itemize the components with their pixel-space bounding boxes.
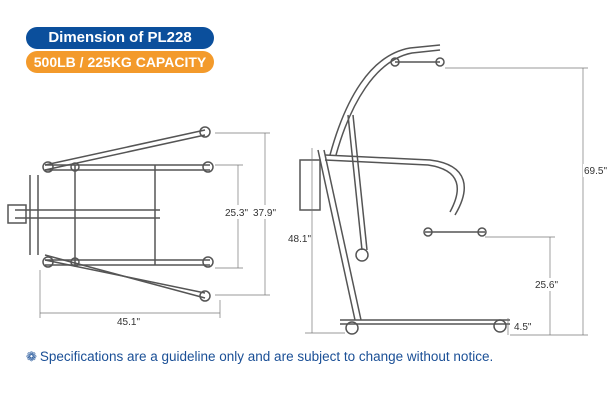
- outer-width-label: 37.9": [253, 208, 276, 219]
- title-banner: Dimension of PL228: [26, 27, 214, 49]
- base-clearance-label: 4.5": [514, 322, 532, 333]
- min-hook-height-label: 25.6": [535, 280, 558, 291]
- base-length-label: 45.1": [117, 317, 140, 328]
- flower-icon: ❁: [26, 349, 37, 364]
- side-view-dimension-lines: [305, 67, 588, 336]
- disclaimer-note: ❁Specifications are a guideline only and…: [26, 349, 493, 365]
- inner-width-label: 25.3": [225, 208, 248, 219]
- max-height-label: 69.5": [584, 166, 607, 177]
- top-view-drawing: [7, 126, 214, 302]
- capacity-banner: 500LB / 225KG CAPACITY: [26, 51, 214, 73]
- top-view-dimension-lines: [39, 132, 270, 318]
- side-view-drawing: [299, 44, 510, 335]
- disclaimer-text: Specifications are a guideline only and …: [39, 349, 494, 364]
- mast-height-label: 48.1": [288, 234, 311, 245]
